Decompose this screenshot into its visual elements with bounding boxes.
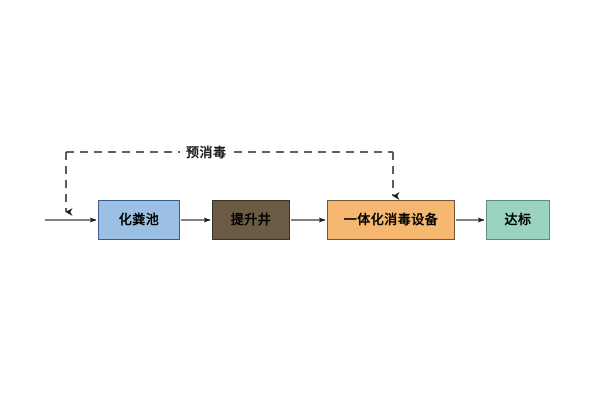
- process-node-standard-compliant[interactable]: 达标: [486, 200, 550, 240]
- node-label: 提升井: [230, 212, 272, 228]
- process-node-septic-tank[interactable]: 化粪池: [98, 200, 180, 240]
- node-label: 达标: [504, 212, 532, 228]
- process-node-lift-well[interactable]: 提升井: [212, 200, 290, 240]
- connector-recycle-loop: [65, 151, 400, 216]
- node-label: 化粪池: [118, 212, 160, 228]
- node-label: 一体化消毒设备: [343, 212, 439, 228]
- recycle-loop-label: 预消毒: [180, 140, 233, 162]
- process-node-integrated-disinfection-equipment[interactable]: 一体化消毒设备: [327, 200, 455, 240]
